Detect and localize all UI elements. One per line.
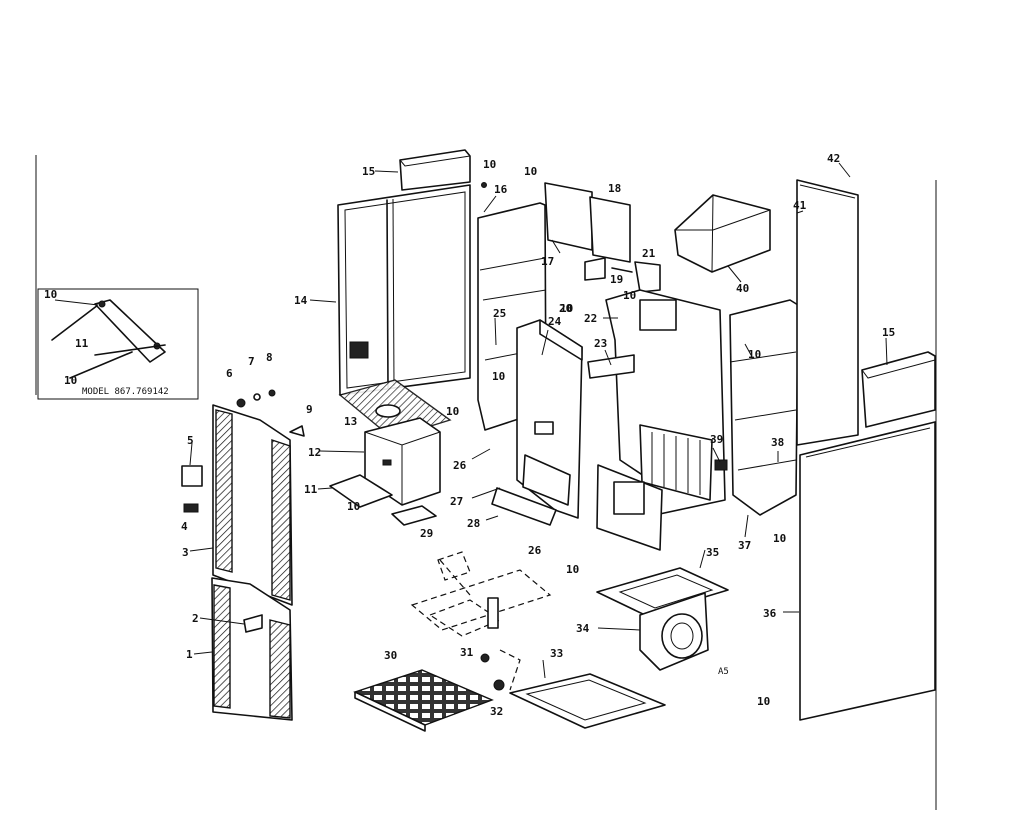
callout-5: 5 <box>187 434 194 447</box>
callout-10-bottom: 10 <box>757 695 770 708</box>
callout-15-right: 15 <box>882 326 895 339</box>
callout-1: 1 <box>186 648 193 661</box>
callout-12: 12 <box>308 446 321 459</box>
callout-10-small: 10 <box>560 302 573 315</box>
part-3-upper-door <box>181 404 293 606</box>
callout-22: 22 <box>584 312 597 325</box>
callout-41: 41 <box>793 199 807 212</box>
callout-10-bracket: 10 <box>623 289 636 302</box>
callout-10-shield: 10 <box>492 370 505 383</box>
part-14-cabinet-frame <box>337 184 471 439</box>
callout-7: 7 <box>248 355 255 368</box>
callout-10-base: 10 <box>347 500 360 513</box>
callout-20: 20 <box>559 302 572 315</box>
callout-34: 34 <box>576 622 590 635</box>
callout-6: 6 <box>226 367 233 380</box>
part-19-21-brackets <box>584 257 661 293</box>
callout-27: 27 <box>450 495 463 508</box>
callout-10-inset-top: 10 <box>44 288 57 301</box>
callout-10-right: 10 <box>773 532 786 545</box>
part-22-heat-exchanger <box>587 289 726 551</box>
part-12-burner-box <box>329 417 441 526</box>
callout-26-low: 26 <box>528 544 542 557</box>
callout-37: 37 <box>738 539 751 552</box>
part-36-door-panel <box>799 421 936 721</box>
part-1-lower-door <box>211 577 293 721</box>
part-40-hood <box>674 194 771 273</box>
part-34-blower <box>639 592 709 671</box>
part-37-rear-shield <box>714 299 799 516</box>
part-31-fitting <box>480 653 490 663</box>
callout-16: 16 <box>494 183 508 196</box>
callout-labels: 1 2 3 4 5 6 7 8 9 10 10 10 10 10 10 10 1… <box>44 152 895 718</box>
callout-11-inset: 11 <box>75 337 89 350</box>
callout-42: 42 <box>827 152 840 165</box>
callout-26-mid: 26 <box>453 459 467 472</box>
callout-29: 29 <box>420 527 433 540</box>
callout-18: 18 <box>608 182 621 195</box>
part-15-top-panel <box>399 149 487 191</box>
callout-38: 38 <box>771 436 784 449</box>
callout-32: 32 <box>490 705 503 718</box>
part-35-filter-rack <box>596 567 729 616</box>
diagram-code-label: A5 <box>718 667 729 677</box>
callout-10-lower: 10 <box>566 563 579 576</box>
model-inset-box <box>37 288 199 400</box>
callout-31: 31 <box>460 646 474 659</box>
callout-8: 8 <box>266 351 273 364</box>
door-hardware-6-9 <box>236 389 305 437</box>
callout-3: 3 <box>182 546 189 559</box>
part-32-fitting <box>493 679 505 691</box>
callout-4: 4 <box>181 520 188 533</box>
callout-35: 35 <box>706 546 719 559</box>
callout-10-rear: 10 <box>748 348 761 361</box>
callout-25: 25 <box>493 307 506 320</box>
callout-10-top: 10 <box>483 158 496 171</box>
part-18-plate <box>589 196 631 263</box>
callout-2: 2 <box>192 612 199 625</box>
part-17-plate <box>544 182 593 251</box>
callout-13: 13 <box>344 415 357 428</box>
callout-14: 14 <box>294 294 308 307</box>
part-24-front-panel <box>491 319 583 526</box>
model-number-label: MODEL 867.769142 <box>82 387 169 397</box>
callout-10-top-2: 10 <box>524 165 537 178</box>
callout-15-top: 15 <box>362 165 375 178</box>
leader-lines <box>189 162 888 679</box>
callout-9: 9 <box>306 403 313 416</box>
part-29-gas-valve <box>410 551 552 691</box>
callout-24: 24 <box>548 315 562 328</box>
callout-10-inset-bottom: 10 <box>64 374 77 387</box>
callout-40: 40 <box>736 282 749 295</box>
part-41-side-panel <box>796 179 859 446</box>
callout-39: 39 <box>710 433 723 446</box>
callout-11: 11 <box>304 483 318 496</box>
callout-10-center: 10 <box>446 405 459 418</box>
callout-21: 21 <box>642 247 656 260</box>
callout-30: 30 <box>384 649 397 662</box>
callout-19: 19 <box>610 273 623 286</box>
callout-33: 33 <box>550 647 563 660</box>
callout-23: 23 <box>594 337 607 350</box>
part-30-filter <box>353 669 494 732</box>
part-33-base-tray <box>509 673 666 729</box>
part-15-right-panel <box>861 351 936 428</box>
callout-36: 36 <box>763 607 777 620</box>
callout-17: 17 <box>541 255 554 268</box>
callout-28: 28 <box>467 517 480 530</box>
